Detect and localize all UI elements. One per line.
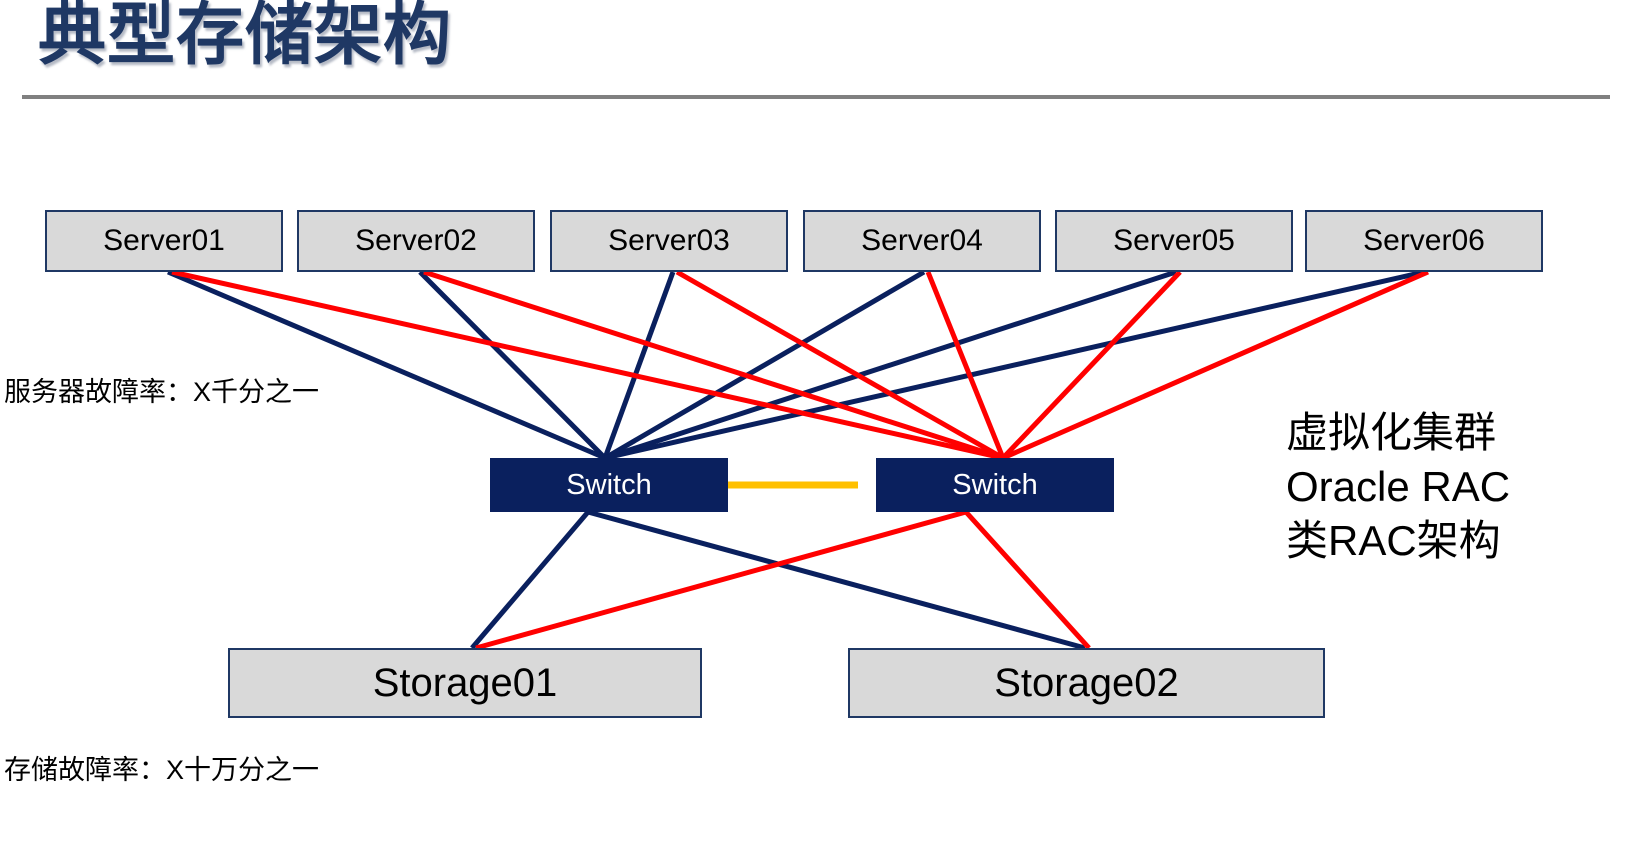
cluster-note-line-2: Oracle RAC [1286,462,1511,510]
node-server-6[interactable]: Server06 [1305,210,1543,272]
link-server-to-switch-a [418,270,607,460]
node-switch-a-label: Switch [566,468,652,501]
link-server-to-switch-b [423,269,1004,461]
node-switch-b-label: Switch [952,468,1038,501]
node-server-2-label: Server02 [355,224,477,257]
node-switch-b[interactable]: Switch [876,458,1114,512]
node-storage-2-label: Storage02 [994,660,1179,705]
page-title: 典型存储架构 [38,0,453,73]
link-server-to-switch-b [1001,269,1430,461]
node-server-4-label: Server04 [861,224,983,257]
node-switch-a[interactable]: Switch [490,458,728,512]
link-switch-to-storage [475,509,967,651]
link-server-to-switch-b [171,269,1004,461]
link-switch-to-storage [964,510,1091,650]
node-storage-2[interactable]: Storage02 [848,648,1325,718]
node-server-3[interactable]: Server03 [550,210,788,272]
link-server-to-switch-a [167,269,606,461]
link-switch-to-storage [587,509,1086,651]
link-server-to-switch-b [1001,270,1182,460]
link-server-to-switch-a [604,269,1177,461]
node-server-3-label: Server03 [608,224,730,257]
link-server-to-switch-a [604,269,1425,461]
link-switch-to-storage [470,510,590,650]
link-server-to-switch-b [675,269,1005,461]
link-server-to-switch-a [602,271,676,459]
node-server-6-label: Server06 [1363,224,1485,257]
node-storage-1[interactable]: Storage01 [228,648,702,718]
node-server-1-label: Server01 [103,224,225,257]
cluster-note-line-3: 类RAC架构 [1286,516,1501,564]
link-server-to-switch-a [603,269,926,461]
node-server-2[interactable]: Server02 [297,210,535,272]
node-server-5[interactable]: Server05 [1055,210,1293,272]
node-server-5-label: Server05 [1113,224,1235,257]
link-server-to-switch-b [925,271,1006,459]
title-divider [22,95,1610,99]
storage-failure-rate-label: 存储故障率：X十万分之一 [4,755,320,785]
node-server-4[interactable]: Server04 [803,210,1041,272]
node-storage-1-label: Storage01 [372,660,558,705]
cluster-note-line-1: 虚拟化集群 [1286,409,1497,456]
server-failure-rate-label: 服务器故障率：X千分之一 [4,377,320,407]
node-server-1[interactable]: Server01 [45,210,283,272]
cluster-note: 虚拟化集群 Oracle RAC 类RAC架构 [1286,406,1510,567]
